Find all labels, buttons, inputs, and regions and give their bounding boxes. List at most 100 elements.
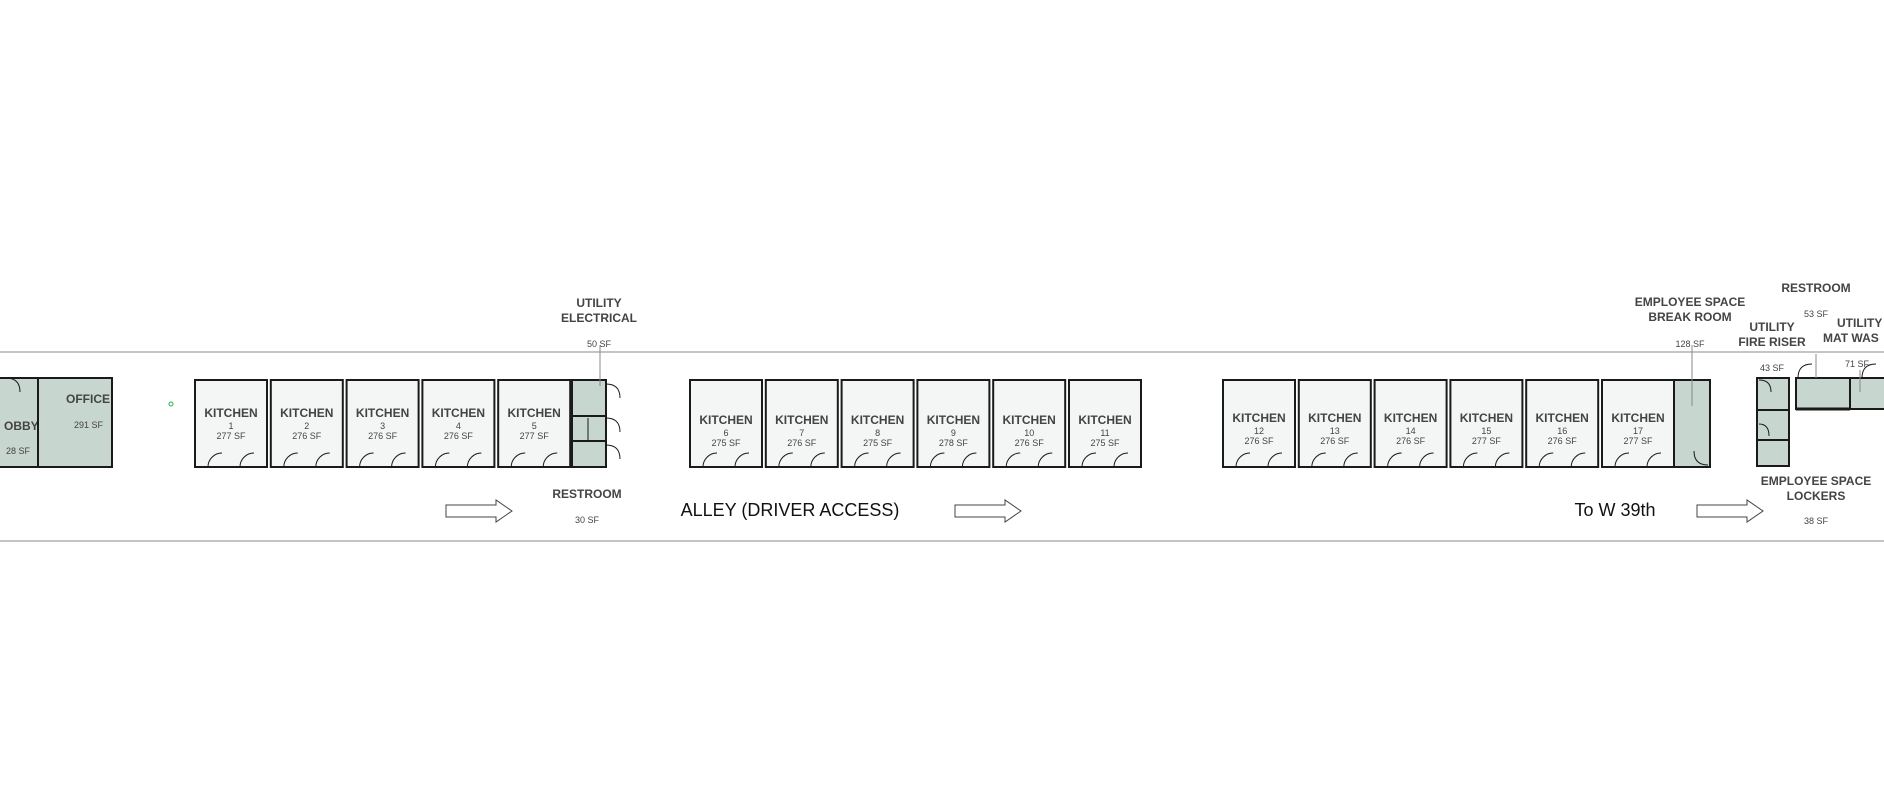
break-room-line1: EMPLOYEE SPACE — [1635, 295, 1745, 309]
lobby-area: 28 SF — [6, 446, 31, 456]
door-swing — [1419, 452, 1434, 468]
utility-electrical-room[interactable] — [571, 345, 621, 468]
lobby-room[interactable]: OBBY 28 SF — [0, 377, 39, 468]
door-swing — [886, 452, 901, 468]
office-name: OFFICE — [66, 392, 110, 406]
restroom-2-name: RESTROOM — [1781, 281, 1850, 295]
kitchen-name: KITCHEN — [508, 406, 561, 420]
kitchen-wall — [345, 379, 420, 468]
restroom-2-area: 53 SF — [1804, 309, 1829, 319]
kitchen-wall — [194, 379, 268, 468]
door-swing — [929, 452, 945, 468]
kitchen-area: 275 SF — [711, 438, 741, 448]
fire-riser-area: 43 SF — [1760, 363, 1785, 373]
kitchen-name: KITCHEN — [699, 413, 752, 427]
kitchen-area: 276 SF — [1320, 436, 1350, 446]
fire-riser-room[interactable] — [1756, 377, 1790, 467]
kitchen-wall — [1373, 379, 1448, 468]
kitchen-area: 276 SF — [787, 438, 817, 448]
door-swing — [1538, 452, 1554, 468]
direction-arrows — [445, 499, 1764, 523]
kitchen-wall — [269, 379, 344, 468]
door-swing — [359, 452, 374, 468]
break-room[interactable] — [1673, 345, 1711, 468]
kitchen-wall — [421, 379, 496, 468]
kitchen-area: 276 SF — [1015, 438, 1045, 448]
kitchen-area: 275 SF — [863, 438, 893, 448]
kitchen-name: KITCHEN — [1232, 411, 1285, 425]
kitchen-area: 276 SF — [292, 431, 322, 441]
kitchen-name: KITCHEN — [1003, 413, 1056, 427]
arrow-right-icon — [954, 499, 1022, 523]
utility-electrical-line1: UTILITY — [576, 296, 621, 310]
kitchen-area: 276 SF — [1548, 436, 1578, 446]
door-swing — [1267, 452, 1283, 468]
kitchen-area: 276 SF — [1244, 436, 1274, 446]
fire-riser-line1: UTILITY — [1749, 320, 1794, 334]
door-swing — [961, 452, 977, 468]
door-swing — [778, 452, 793, 468]
kitchen-wall — [1525, 379, 1600, 468]
kitchen-name: KITCHEN — [775, 413, 828, 427]
kitchen-name: KITCHEN — [1611, 411, 1664, 425]
door-swing — [1646, 452, 1662, 468]
lobby-name: OBBY — [4, 419, 39, 433]
kitchen-number: 9 — [951, 428, 956, 438]
kitchen-number: 2 — [304, 421, 309, 431]
door-swing — [1037, 452, 1053, 468]
street-label: To W 39th — [1574, 500, 1655, 520]
door-swing — [466, 452, 482, 468]
mat-wash-room[interactable] — [1849, 363, 1884, 410]
kitchen-area: 277 SF — [1472, 436, 1502, 446]
door-swing — [810, 452, 825, 468]
kitchen-number: 3 — [380, 421, 385, 431]
mat-wash-line1: UTILITY — [1837, 316, 1882, 330]
door-swing — [1494, 452, 1510, 468]
fire-riser-line2: FIRE RISER — [1738, 335, 1806, 349]
lockers-area: 38 SF — [1804, 516, 1829, 526]
kitchen-number: 8 — [875, 428, 880, 438]
door-swing — [702, 452, 718, 468]
kitchen-name: KITCHEN — [280, 406, 333, 420]
kitchen-number: 12 — [1254, 426, 1264, 436]
kitchen-area: 277 SF — [520, 431, 550, 441]
door-swing — [1081, 452, 1097, 468]
kitchen-area: 277 SF — [216, 431, 246, 441]
kitchen-name: KITCHEN — [1460, 411, 1513, 425]
kitchen-number: 13 — [1330, 426, 1340, 436]
kitchen-number: 15 — [1481, 426, 1491, 436]
door-swing — [510, 452, 526, 468]
office-room[interactable]: OFFICE 291 SF — [37, 377, 113, 468]
kitchen-area: 275 SF — [1090, 438, 1120, 448]
restroom-2-room[interactable] — [1795, 354, 1851, 411]
door-swing — [283, 452, 298, 468]
door-swing — [391, 452, 406, 468]
kitchen-number: 11 — [1100, 428, 1109, 438]
kitchen-wall — [1222, 379, 1296, 468]
kitchen-number: 6 — [723, 428, 728, 438]
mat-wash-area: 71 SF — [1845, 359, 1870, 369]
kitchen-area: 277 SF — [1623, 436, 1653, 446]
door-swing — [239, 452, 255, 468]
kitchen-name: KITCHEN — [1308, 411, 1361, 425]
kitchen-wall — [497, 379, 572, 468]
kitchen-number: 5 — [532, 421, 537, 431]
door-swing — [207, 452, 223, 468]
